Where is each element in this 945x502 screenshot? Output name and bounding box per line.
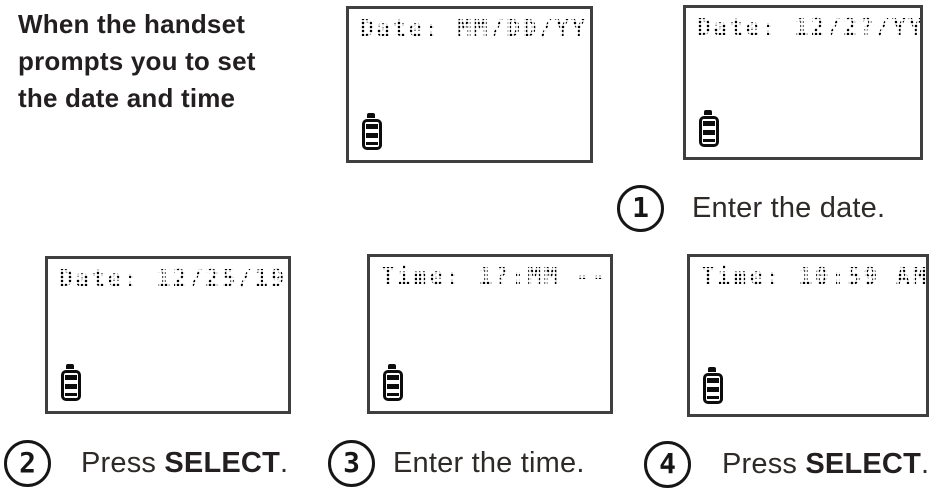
step-text-part: Enter the time. [393, 447, 585, 479]
battery-icon [699, 110, 719, 147]
step-text: Enter the date. [692, 192, 885, 225]
lcd-screen-date-set: Date: 12/25/19 [45, 256, 291, 414]
step-text-part: Press [81, 447, 165, 479]
step-text-part: Enter the date. [692, 192, 886, 224]
step-text-part: . [921, 448, 930, 480]
battery-icon [61, 364, 81, 401]
page-title-line: the date and time [18, 83, 236, 113]
lcd-screen-date-format: Date: MM/DD/YY [346, 6, 593, 163]
step-text-bold: SELECT [805, 448, 921, 480]
step-1: 1 Enter the date. [617, 185, 885, 232]
battery-icon [703, 367, 723, 404]
lcd-display-text: Date: 12/2?/YY [697, 15, 925, 41]
step-text: Press SELECT. [81, 447, 288, 480]
lcd-screen-date-entry: Date: 12/2?/YY [683, 5, 923, 160]
step-text-part: Press [722, 448, 806, 480]
step-text-bold: SELECT [164, 447, 280, 479]
battery-icon [362, 113, 382, 150]
page-title: When the handset prompts you to set the … [18, 6, 318, 117]
step-number-badge: 1 [617, 185, 664, 232]
step-3: 3 Enter the time. [328, 440, 585, 487]
step-text: Press SELECT. [722, 448, 929, 481]
step-2: 2 Press SELECT. [4, 440, 288, 487]
step-text: Enter the time. [393, 447, 585, 480]
page-title-line: When the handset [18, 9, 246, 39]
lcd-display-text: Time: 10:59 AM [701, 264, 929, 290]
battery-icon [383, 364, 403, 401]
step-number-badge: 2 [4, 440, 51, 487]
lcd-screen-time-entry: Time: 1?:MM -- [367, 254, 613, 414]
step-number-badge: 3 [328, 440, 375, 487]
lcd-display-text: Date: MM/DD/YY [360, 16, 588, 42]
step-text-part: . [280, 447, 289, 479]
step-number-badge: 4 [644, 441, 691, 488]
lcd-screen-time-set: Time: 10:59 AM [687, 254, 929, 417]
page-title-line: prompts you to set [18, 46, 256, 76]
lcd-display-text: Date: 12/25/19 [59, 266, 287, 292]
step-4: 4 Press SELECT. [644, 441, 929, 488]
lcd-display-text: Time: 1?:MM -- [381, 264, 609, 290]
